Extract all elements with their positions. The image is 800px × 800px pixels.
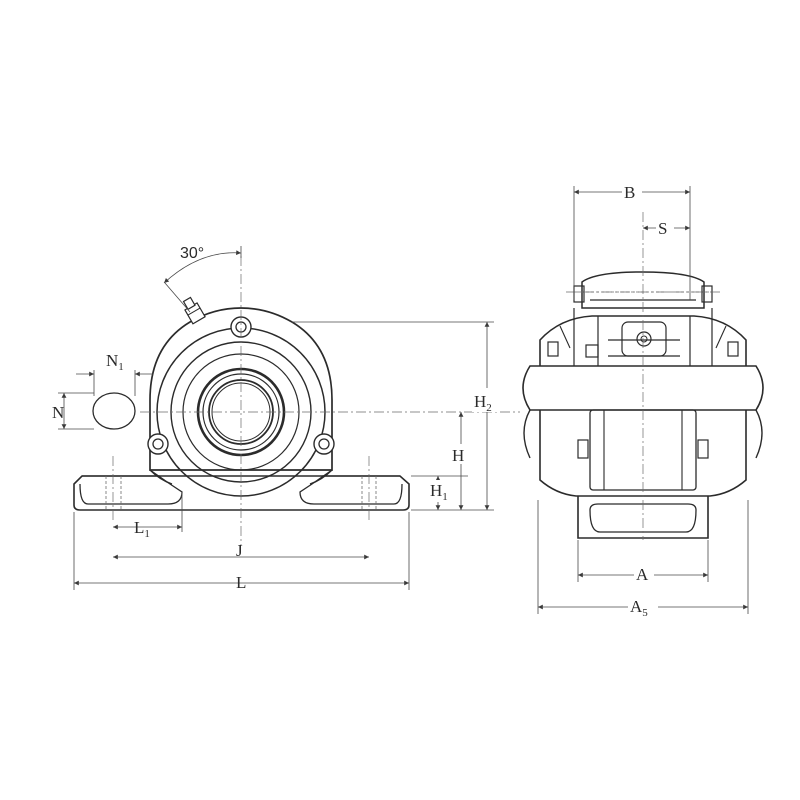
grease-nipple-icon xyxy=(182,296,206,325)
front-view: 30° N1 N L1 J L H2 xyxy=(52,245,520,592)
dim-N1: N1 xyxy=(106,351,124,373)
svg-text:H2: H2 xyxy=(474,392,492,414)
bolt-right xyxy=(313,433,335,455)
svg-text:H: H xyxy=(452,446,464,465)
svg-text:N1: N1 xyxy=(106,351,124,373)
svg-text:S: S xyxy=(658,219,667,238)
svg-text:L1: L1 xyxy=(134,518,150,540)
collar xyxy=(621,321,667,357)
svg-text:B: B xyxy=(624,183,635,202)
right-foot-slot xyxy=(299,469,403,505)
svg-text:A5: A5 xyxy=(630,597,648,619)
dim-H2: H2 xyxy=(472,388,498,414)
dim-N: N xyxy=(52,403,64,422)
dim-J: J xyxy=(236,541,243,560)
mounting-slot xyxy=(92,392,136,430)
svg-text:A: A xyxy=(636,565,649,584)
dim-S: S xyxy=(656,218,674,238)
angle-label: 30° xyxy=(180,245,204,262)
dim-B: B xyxy=(622,180,642,202)
bolt-left xyxy=(147,433,169,455)
left-foot-slot xyxy=(79,469,183,505)
svg-text:H1: H1 xyxy=(430,481,448,503)
dim-A5: A5 xyxy=(628,594,658,619)
dim-L: L xyxy=(236,573,246,592)
dim-H: H xyxy=(450,444,472,465)
angle-arc xyxy=(163,250,242,284)
dim-A: A xyxy=(634,562,654,584)
dim-L1: L1 xyxy=(134,518,150,540)
dim-H1: H1 xyxy=(428,480,454,503)
base-foot xyxy=(73,475,410,511)
top-cap xyxy=(581,271,705,309)
side-view: B S A A5 xyxy=(522,180,764,619)
